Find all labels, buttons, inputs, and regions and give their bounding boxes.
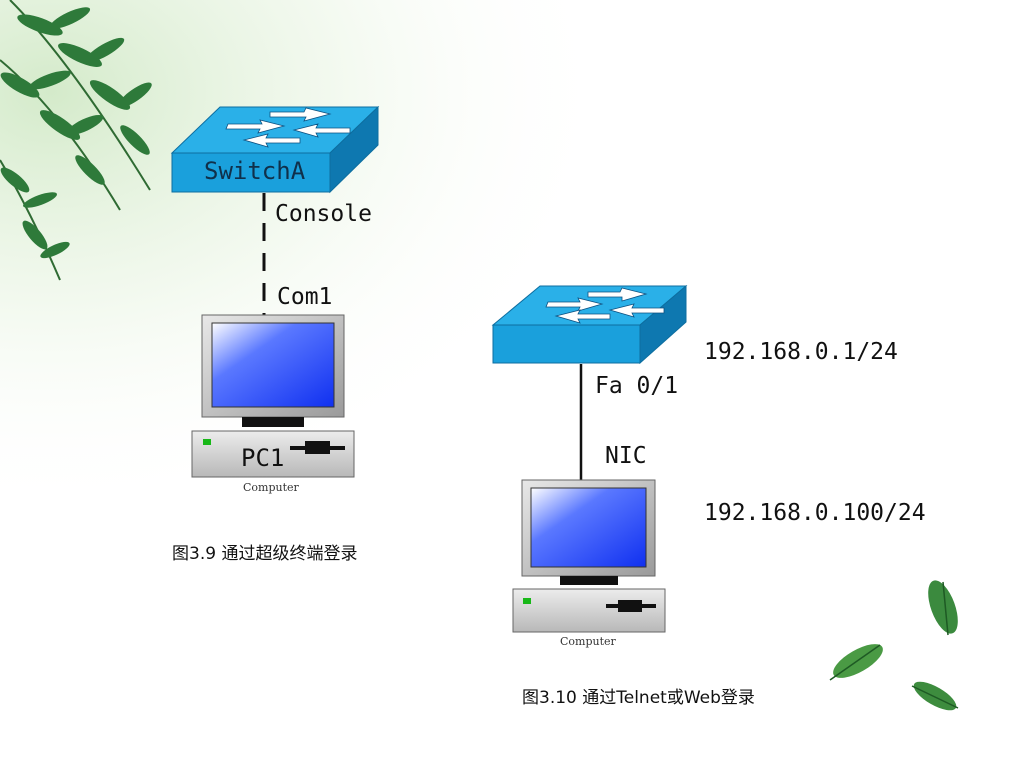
pc-ip-label: 192.168.0.100/24 <box>704 502 926 525</box>
switch-ip-label: 192.168.0.1/24 <box>704 341 898 364</box>
computer-caption-left: Computer <box>243 482 299 493</box>
com-port-label: Com1 <box>277 286 332 309</box>
pc1-label: PC1 <box>241 446 284 470</box>
switch-a-label: SwitchA <box>204 159 305 183</box>
computer-caption-right: Computer <box>560 636 616 647</box>
port-label: Fa 0/1 <box>595 375 678 398</box>
console-port-label: Console <box>275 203 372 226</box>
figure-caption-right: 图3.10 通过Telnet或Web登录 <box>522 690 755 707</box>
pc-computer-icon <box>513 480 665 632</box>
figure-caption-left: 图3.9 通过超级终端登录 <box>172 546 357 563</box>
nic-label: NIC <box>605 445 647 468</box>
